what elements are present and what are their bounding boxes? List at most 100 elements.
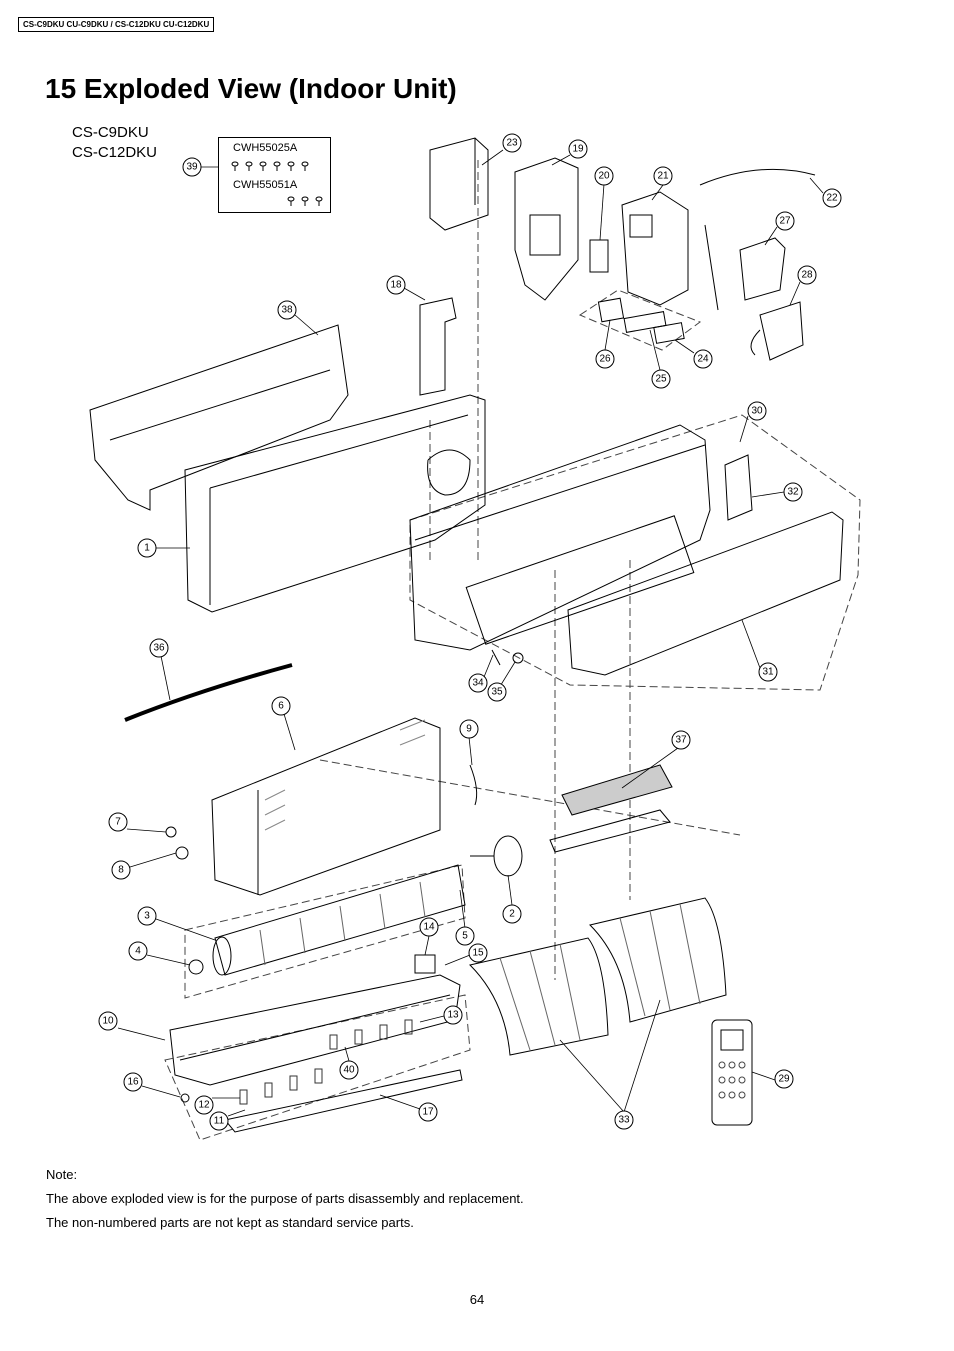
part-22-sensor (699, 168, 816, 186)
svg-text:16: 16 (127, 1077, 139, 1088)
svg-text:24: 24 (697, 354, 709, 365)
callout-27: 27 (775, 211, 795, 231)
svg-text:31: 31 (762, 667, 774, 678)
callout-8: 8 (111, 860, 131, 880)
part-14 (414, 954, 436, 974)
svg-text:23: 23 (506, 138, 518, 149)
part-38-installation-plate (89, 324, 349, 511)
svg-text:17: 17 (422, 1107, 434, 1118)
part-3-crossflow-fan (212, 864, 466, 976)
callout-7: 7 (108, 812, 128, 832)
callout-20: 20 (594, 166, 614, 186)
part-17-horizontal-vane (224, 1069, 463, 1133)
callout-25: 25 (651, 369, 671, 389)
callout-39: 39 (182, 157, 202, 177)
svg-text:4: 4 (135, 946, 141, 957)
callout-36: 36 (149, 638, 169, 658)
svg-text:20: 20 (598, 171, 610, 182)
svg-text:26: 26 (599, 354, 611, 365)
svg-text:25: 25 (655, 374, 667, 385)
screw-kit-code-1: CWH55025A (233, 142, 298, 154)
callout-29: 29 (774, 1069, 794, 1089)
callout-22: 22 (822, 188, 842, 208)
svg-text:10: 10 (102, 1016, 114, 1027)
callout-19: 19 (568, 139, 588, 159)
screw-kit-code-2: CWH55051A (233, 179, 298, 191)
callout-31: 31 (758, 662, 778, 682)
svg-text:28: 28 (801, 270, 813, 281)
model-label-2: CS-C12DKU (72, 144, 158, 161)
svg-text:19: 19 (572, 144, 584, 155)
callout-12: 12 (194, 1095, 214, 1115)
svg-text:32: 32 (787, 487, 799, 498)
callout-28: 28 (797, 265, 817, 285)
callout-37: 37 (671, 730, 691, 750)
svg-text:6: 6 (278, 701, 284, 712)
page-number: 64 (469, 1292, 485, 1307)
part-37b (549, 809, 671, 853)
part-21-pcb (621, 191, 689, 306)
screw-kit-box: CWH55025A CWH55051A (218, 137, 331, 213)
model-label-1: CS-C9DKU (72, 124, 149, 141)
document-reference: CS-C9DKU CU-C9DKU / CS-C12DKU CU-C12DKU (18, 17, 215, 32)
callout-1: 1 (137, 538, 157, 558)
callout-26: 26 (595, 349, 615, 369)
part-6-evaporator (211, 717, 441, 896)
svg-text:30: 30 (751, 406, 763, 417)
svg-text:8: 8 (118, 865, 124, 876)
part-28 (759, 301, 804, 361)
svg-text:40: 40 (343, 1065, 355, 1076)
svg-text:7: 7 (115, 817, 121, 828)
svg-text:11: 11 (214, 1116, 225, 1127)
callout-23: 23 (502, 133, 522, 153)
svg-text:9: 9 (466, 724, 472, 735)
part-16 (180, 1093, 190, 1103)
part-31-front-panel (567, 511, 844, 676)
callout-33: 33 (614, 1110, 634, 1130)
screw-icons (231, 161, 323, 206)
callout-18: 18 (386, 275, 406, 295)
callout-30: 30 (747, 401, 767, 421)
svg-text:2: 2 (509, 909, 515, 920)
note-heading: Note: (46, 1167, 78, 1182)
note-line-1: The above exploded view is for the purpo… (46, 1191, 524, 1206)
callout-9: 9 (459, 719, 479, 739)
part-32 (724, 454, 753, 521)
svg-text:18: 18 (390, 280, 402, 291)
part-33-air-filters (469, 897, 727, 1056)
svg-text:12: 12 (198, 1100, 210, 1111)
part-29-remote-control (711, 1019, 753, 1126)
callout-6: 6 (271, 696, 291, 716)
part-7-nut (165, 826, 177, 838)
part-2-fan-motor (470, 835, 523, 877)
callout-34: 34 (468, 673, 488, 693)
svg-text:38: 38 (281, 305, 293, 316)
part-19-control-box (514, 157, 579, 301)
note-line-2: The non-numbered parts are not kept as s… (46, 1215, 414, 1230)
part-30-front-grille (409, 424, 711, 651)
callout-3: 3 (137, 906, 157, 926)
part-18 (419, 297, 457, 396)
callout-38: 38 (277, 300, 297, 320)
svg-text:15: 15 (472, 948, 484, 959)
part-36-drain-hose (124, 663, 293, 722)
svg-text:39: 39 (186, 162, 198, 173)
part-34 (491, 649, 501, 666)
part-13-vertical-vanes (239, 1019, 413, 1105)
callout-10: 10 (98, 1011, 118, 1031)
part-8-nut (175, 846, 189, 860)
svg-text:21: 21 (657, 171, 669, 182)
svg-text:36: 36 (153, 643, 165, 654)
part-20 (589, 239, 609, 273)
svg-text:35: 35 (491, 687, 503, 698)
part-24 (653, 322, 685, 344)
svg-text:5: 5 (462, 931, 468, 942)
part-27 (739, 237, 786, 301)
callout-35: 35 (487, 682, 507, 702)
callout-24: 24 (693, 349, 713, 369)
svg-text:37: 37 (675, 735, 687, 746)
svg-text:34: 34 (472, 678, 484, 689)
svg-text:22: 22 (826, 193, 838, 204)
callout-14: 14 (419, 917, 439, 937)
